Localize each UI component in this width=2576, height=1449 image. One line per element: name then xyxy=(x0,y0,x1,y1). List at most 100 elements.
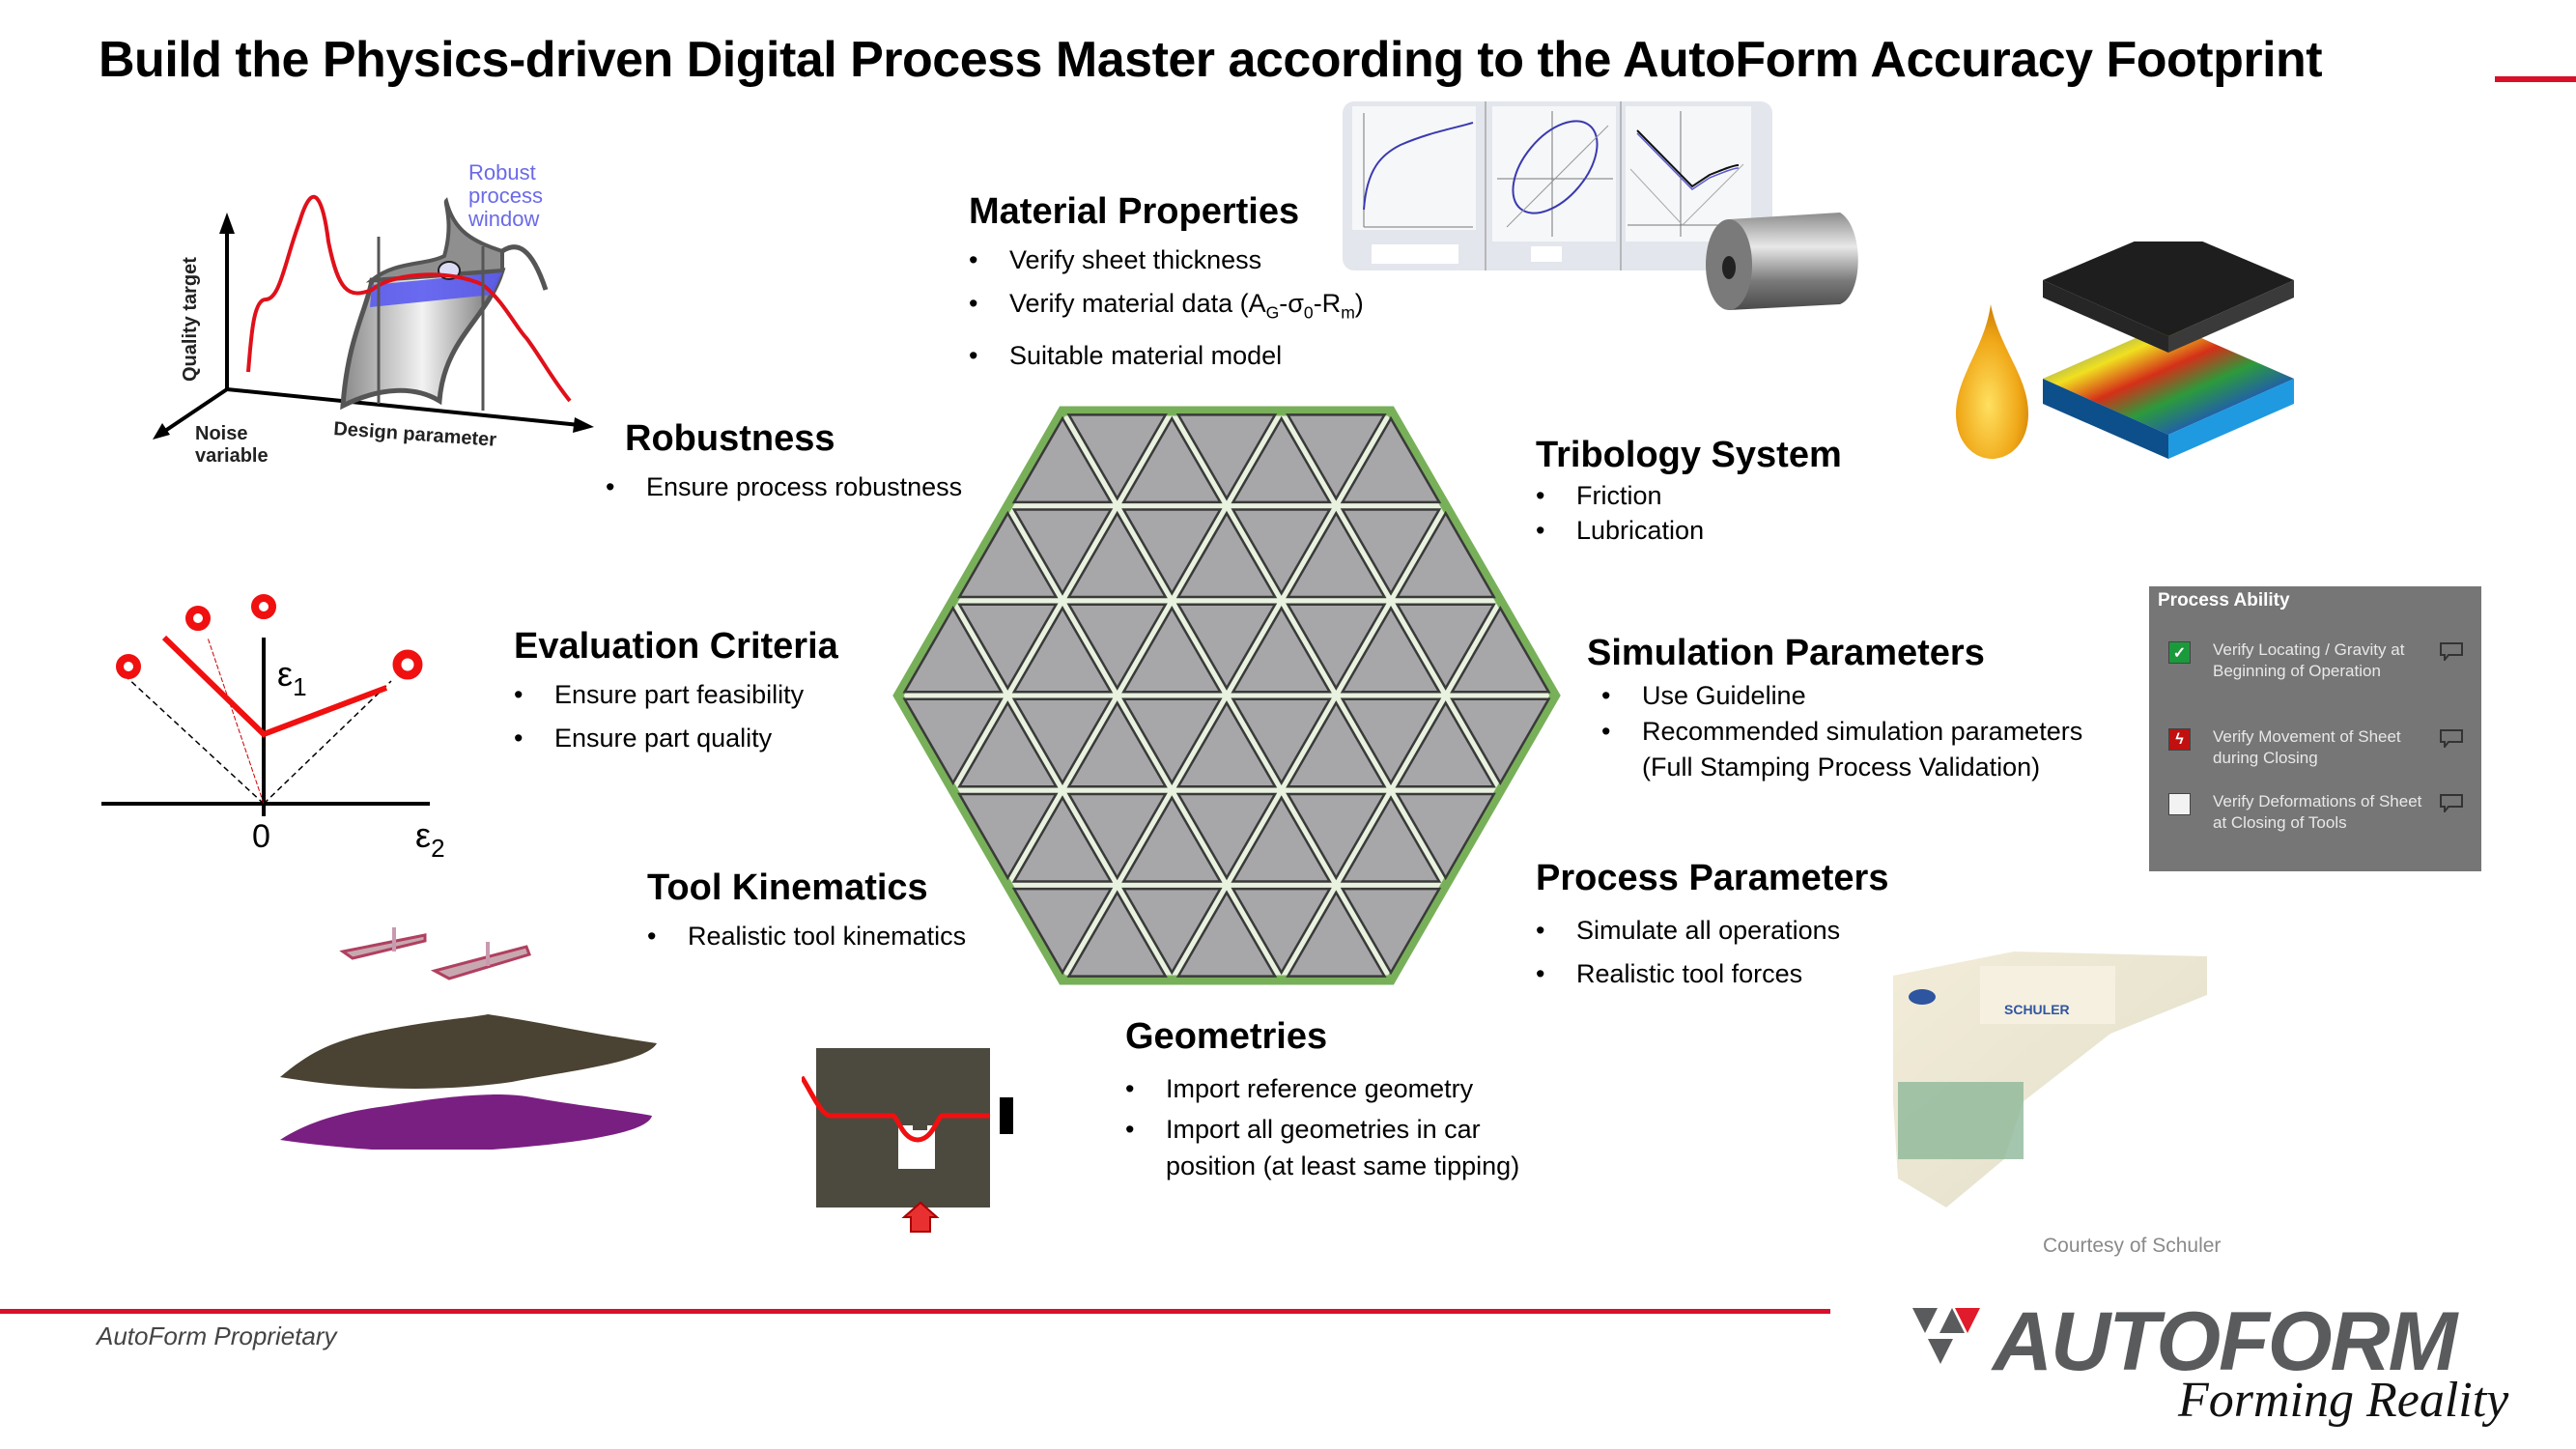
bullet: Verify sheet thickness xyxy=(969,239,1364,282)
hexagon-triangle-cell xyxy=(1340,508,1442,596)
hexagon-triangle-cell xyxy=(1011,508,1114,596)
hexagon-triangle-cell xyxy=(1286,510,1387,599)
bullet: Import reference geometry xyxy=(1125,1067,1519,1111)
section-material-properties: Material Properties Verify sheet thickne… xyxy=(969,191,1364,378)
hexagon-triangle-cell xyxy=(957,792,1059,881)
design-axis xyxy=(226,387,580,427)
hexagon-triangle-cell xyxy=(1175,890,1278,978)
hexagon-triangle-cell xyxy=(957,700,1059,788)
hexagon-triangle-cell xyxy=(1231,508,1332,596)
noise-axis xyxy=(157,387,229,437)
autoform-tagline: Forming Reality xyxy=(2178,1373,2509,1428)
hexagon-triangle-cell xyxy=(1121,605,1223,694)
bullet: Friction xyxy=(1536,478,1842,513)
bullet: Suitable material model xyxy=(969,334,1364,378)
autoform-logo-icon xyxy=(1912,1308,1980,1364)
accent-bar xyxy=(2495,76,2576,82)
hexagon-triangle-cell xyxy=(1395,603,1496,691)
flow-curve-plot xyxy=(1352,106,1476,264)
label-variable: variable xyxy=(195,445,269,467)
error-status-icon[interactable]: ϟ xyxy=(2168,728,2191,751)
hexagon-triangle-cell xyxy=(1231,605,1332,694)
yield-locus-plot xyxy=(1492,106,1616,262)
hexagon-triangle-cell xyxy=(957,510,1059,599)
oil-drop-icon xyxy=(1956,304,2028,459)
hexagon-triangle-cell xyxy=(1231,415,1332,504)
section-geometries: Geometries Import reference geometryImpo… xyxy=(1125,1016,1519,1184)
label-design-parameter: Design parameter xyxy=(333,418,497,451)
hexagon-triangle-cell xyxy=(1450,605,1551,694)
process-ability-panel: Process Ability ✓ Verify Locating / Grav… xyxy=(2149,586,2481,871)
hexagon-triangle-cell xyxy=(957,603,1059,691)
hexagon-triangle-cell xyxy=(1011,795,1114,883)
bullet: Ensure part quality xyxy=(514,717,838,760)
hexagon-triangle-cell xyxy=(1066,700,1168,788)
bullet-continuation: (Full Stamping Process Validation) xyxy=(1642,753,2041,781)
bullet: Realistic tool kinematics xyxy=(647,915,966,958)
flc-plot xyxy=(1626,106,1751,242)
hexagon-triangle-cell xyxy=(1175,413,1278,501)
section-tribology-system: Tribology System FrictionLubrication xyxy=(1536,435,1842,548)
section-evaluation-criteria: Evaluation Criteria Ensure part feasibil… xyxy=(514,626,838,760)
epsilon1-label: ε1 xyxy=(277,654,307,701)
checked-checkbox[interactable]: ✓ xyxy=(2168,641,2191,664)
bullet: Ensure process robustness xyxy=(606,466,962,509)
bullet: Lubrication xyxy=(1536,513,1842,548)
hexagon-triangle-cell xyxy=(1011,887,1114,976)
heading-process-parameters: Process Parameters xyxy=(1536,858,1889,898)
label-robust: Robust xyxy=(468,160,536,185)
comment-icon[interactable] xyxy=(2439,793,2464,812)
hexagon-triangle-cell xyxy=(1231,795,1332,883)
hexagon-triangle-cell xyxy=(1121,508,1223,596)
epsilon2-label: ε2 xyxy=(415,815,445,863)
hexagon-triangle-cell xyxy=(1340,697,1442,785)
metal-coil-image xyxy=(1706,213,1858,310)
hexagon-triangle-cell xyxy=(1231,887,1332,976)
unchecked-checkbox[interactable] xyxy=(2168,793,2191,815)
heading-robustness: Robustness xyxy=(625,418,835,459)
bullet: Simulate all operations xyxy=(1536,909,1888,952)
hexagon-triangle-cell xyxy=(1175,700,1278,788)
heading-geometries: Geometries xyxy=(1125,1016,1328,1057)
hexagon-triangle-cell xyxy=(1175,510,1278,599)
hexagon-triangle-cell xyxy=(1286,700,1387,788)
schuler-press-line-image: SCHULER xyxy=(1893,952,2207,1208)
slide-title: Build the Physics-driven Digital Process… xyxy=(99,32,2323,88)
heading-simulation-parameters: Simulation Parameters xyxy=(1587,633,1985,673)
bullet: Recommended simulation parameters xyxy=(1601,714,2082,750)
accuracy-footprint-hexagon xyxy=(892,406,1561,985)
comment-icon[interactable] xyxy=(2439,728,2464,748)
hexagon-triangle-cell xyxy=(1340,887,1442,976)
hexagon-triangle-cell xyxy=(1011,606,1114,694)
hexagon-triangle-cell xyxy=(1175,603,1278,691)
hexagon-triangle-cell xyxy=(1121,697,1223,786)
hexagon-triangle-cell xyxy=(1066,890,1168,978)
hexagon-triangle-cell xyxy=(1340,606,1442,694)
section-simulation-parameters: Simulation Parameters Use GuidelineRecom… xyxy=(1587,633,2082,785)
hexagon-triangle-cell xyxy=(1450,697,1551,786)
comment-icon[interactable] xyxy=(2439,641,2464,661)
hexagon-triangle-cell xyxy=(1286,890,1387,978)
heading-material-properties: Material Properties xyxy=(969,191,1300,232)
footer-proprietary: AutoForm Proprietary xyxy=(97,1321,337,1350)
section-tool-kinematics: Tool Kinematics Realistic tool kinematic… xyxy=(647,867,966,958)
hexagon-triangle-cell xyxy=(1231,697,1332,786)
hexagon-triangle-cell xyxy=(1286,603,1387,691)
bullet: Verify material data (AG-σ0-Rm) xyxy=(969,282,1364,334)
hexagon-triangle-cell xyxy=(1066,510,1168,599)
bullet: Use Guideline xyxy=(1601,678,2082,714)
hexagon-triangle-cell xyxy=(1340,415,1442,504)
hexagon-triangle-cell xyxy=(1286,792,1387,881)
geometry-tool-section-image xyxy=(802,1048,1013,1233)
hexagon-triangle-cell xyxy=(1066,792,1168,881)
hexagon-triangle-cell xyxy=(1011,697,1114,785)
hexagon-triangle-cell xyxy=(902,697,1004,786)
section-robustness: Robustness Ensure process robustness xyxy=(606,418,962,509)
hexagon-triangle-cell xyxy=(1121,795,1223,883)
hexagon-triangle-cell xyxy=(1395,510,1496,599)
hexagon-triangle-cell xyxy=(902,605,1004,694)
image-credit: Courtesy of Schuler xyxy=(2043,1235,2222,1257)
label-process: process xyxy=(468,184,543,208)
bullet: Import all geometries in car xyxy=(1125,1111,1519,1148)
hexagon-triangle-cell xyxy=(1286,413,1387,501)
